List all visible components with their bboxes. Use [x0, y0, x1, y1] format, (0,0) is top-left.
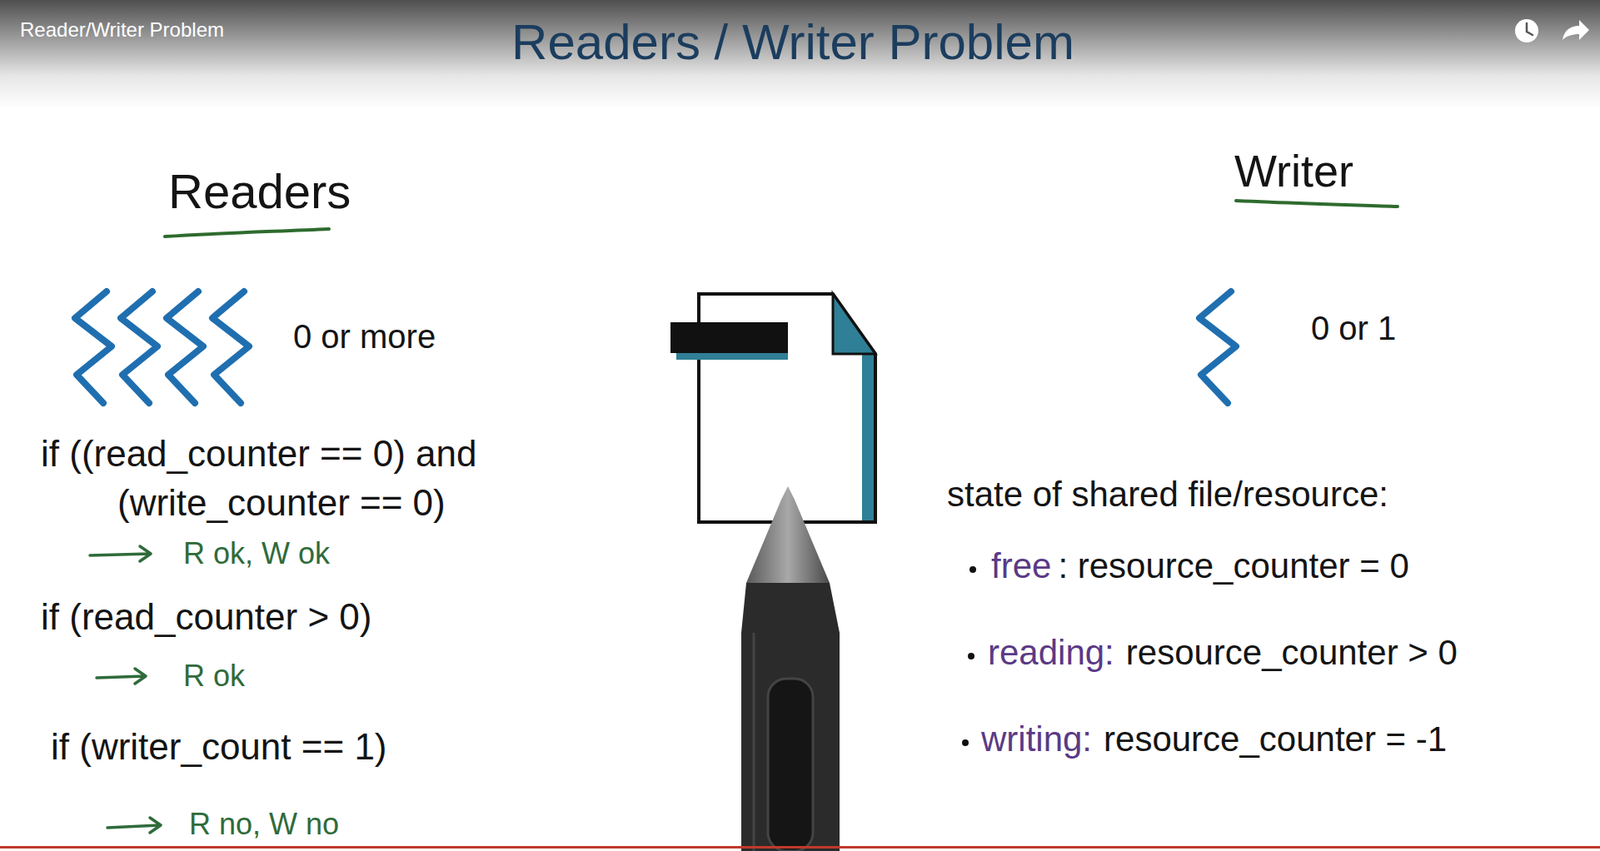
state-condition: resource_counter > 0	[1126, 633, 1458, 673]
heading-underline	[164, 229, 329, 237]
state-name: free	[991, 546, 1052, 587]
progress-line	[0, 846, 1600, 849]
condition-line: if (read_counter > 0)	[40, 596, 372, 639]
state-heading: state of shared file/resource:	[947, 474, 1389, 515]
count-note: 0 or 1	[1310, 309, 1396, 348]
condition-line: if ((read_counter == 0) and	[40, 433, 477, 476]
section-heading: Writer	[1234, 144, 1354, 197]
bullet-dots	[961, 566, 977, 747]
section-heading: Readers	[168, 164, 351, 220]
page-title: Readers / Writer Problem	[511, 13, 1075, 71]
heading-underline	[1236, 200, 1398, 207]
share-icon	[1562, 19, 1590, 40]
file-icon	[670, 294, 876, 523]
video-top-bar	[0, 0, 1600, 109]
reader-threads	[74, 291, 250, 404]
pen	[741, 486, 840, 851]
result-note: R no, W no	[189, 807, 339, 842]
state-condition: resource_counter = -1	[1103, 719, 1447, 760]
clock-icon	[1515, 19, 1539, 43]
result-note: R ok	[183, 658, 245, 693]
output-arrows	[89, 546, 161, 833]
state-name: writing:	[981, 719, 1092, 760]
condition-line: (write_counter == 0)	[117, 482, 446, 525]
count-note: 0 or more	[293, 317, 436, 356]
condition-line: if (writer_count == 1)	[50, 726, 388, 769]
writer-thread	[1199, 291, 1237, 404]
state-name: reading:	[987, 633, 1115, 673]
state-condition: : resource_counter = 0	[1057, 546, 1409, 587]
result-note: R ok, W ok	[183, 536, 330, 571]
video-title: Reader/Writer Problem	[19, 18, 225, 42]
